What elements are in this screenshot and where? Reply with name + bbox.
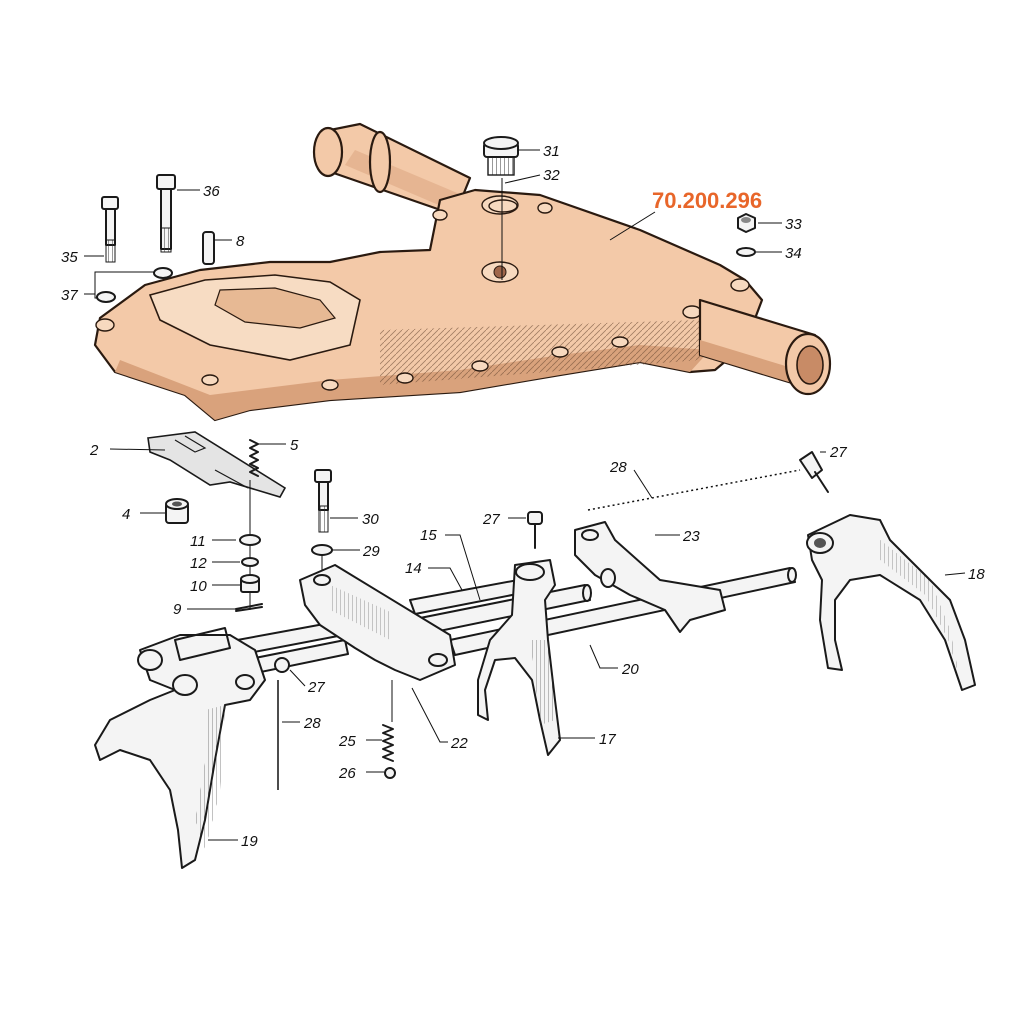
selector-housing-highlighted[interactable] xyxy=(93,122,832,422)
washer-37a[interactable] xyxy=(153,267,173,279)
washer-11[interactable] xyxy=(239,534,261,546)
drain-plug-31[interactable] xyxy=(483,136,519,176)
callout-23: 23 xyxy=(682,528,700,545)
callout-9: 9 xyxy=(173,601,182,618)
callout-28-lower: 28 xyxy=(303,715,321,732)
bracket-23[interactable] xyxy=(574,521,726,633)
bushing-4[interactable] xyxy=(165,498,189,524)
callout-14: 14 xyxy=(405,560,422,577)
spring-25[interactable] xyxy=(382,724,394,762)
set-screw-27-left[interactable] xyxy=(274,657,290,673)
callout-33: 33 xyxy=(785,216,802,233)
leader-lines xyxy=(84,149,966,841)
callout-4: 4 xyxy=(122,506,130,523)
bracket-22[interactable] xyxy=(299,564,456,681)
spring-5[interactable] xyxy=(249,439,259,477)
callout-8: 8 xyxy=(236,233,245,250)
dowel-pin-8[interactable] xyxy=(202,231,215,265)
callout-26: 26 xyxy=(338,765,356,782)
callout-27-top-right: 27 xyxy=(829,444,847,461)
washer-29[interactable] xyxy=(311,544,333,556)
shift-fork-19[interactable] xyxy=(94,627,266,869)
shift-fork-17[interactable] xyxy=(477,559,561,756)
callout-37: 37 xyxy=(61,287,78,304)
callout-2: 2 xyxy=(89,442,99,459)
callout-12: 12 xyxy=(190,555,207,572)
bolt-30[interactable] xyxy=(314,469,332,533)
set-screw-27-mid[interactable] xyxy=(527,511,543,549)
callout-5: 5 xyxy=(290,437,299,454)
callout-19: 19 xyxy=(241,833,258,850)
callout-17: 17 xyxy=(599,731,616,748)
lock-washer-12[interactable] xyxy=(241,557,259,567)
callout-22: 22 xyxy=(450,735,468,752)
bolt-35[interactable] xyxy=(101,196,119,263)
castle-nut-10[interactable] xyxy=(240,574,260,593)
callout-18: 18 xyxy=(968,566,985,583)
washer-34[interactable] xyxy=(736,247,756,257)
callout-36: 36 xyxy=(203,183,220,200)
interlock-plate-2[interactable] xyxy=(147,431,287,498)
bolt-36[interactable] xyxy=(156,174,176,253)
callout-labels: 70.200.296 31 32 36 33 34 8 35 37 2 5 27… xyxy=(61,143,985,850)
washer-32[interactable] xyxy=(488,199,518,213)
callout-15: 15 xyxy=(420,527,437,544)
callout-10: 10 xyxy=(190,578,207,595)
nut-33[interactable] xyxy=(737,213,756,233)
detent-ball-26[interactable] xyxy=(384,767,396,779)
callout-25: 25 xyxy=(338,733,356,750)
callout-29: 29 xyxy=(362,543,380,560)
split-pin-9[interactable] xyxy=(235,603,263,612)
callout-31: 31 xyxy=(543,143,560,160)
set-screw-27-right[interactable] xyxy=(799,451,829,493)
washer-37b[interactable] xyxy=(96,291,116,303)
callout-27-mid: 27 xyxy=(482,511,500,528)
callout-30: 30 xyxy=(362,511,379,528)
callout-11: 11 xyxy=(190,533,206,550)
callout-27-low: 27 xyxy=(307,679,325,696)
callout-32: 32 xyxy=(543,167,560,184)
part-number-label: 70.200.296 xyxy=(652,188,762,213)
shift-fork-18[interactable] xyxy=(806,514,976,691)
callout-34: 34 xyxy=(785,245,802,262)
rod-28-upper[interactable] xyxy=(587,469,801,511)
callout-20: 20 xyxy=(621,661,639,678)
callout-35: 35 xyxy=(61,249,78,266)
callout-28-upper: 28 xyxy=(609,459,627,476)
